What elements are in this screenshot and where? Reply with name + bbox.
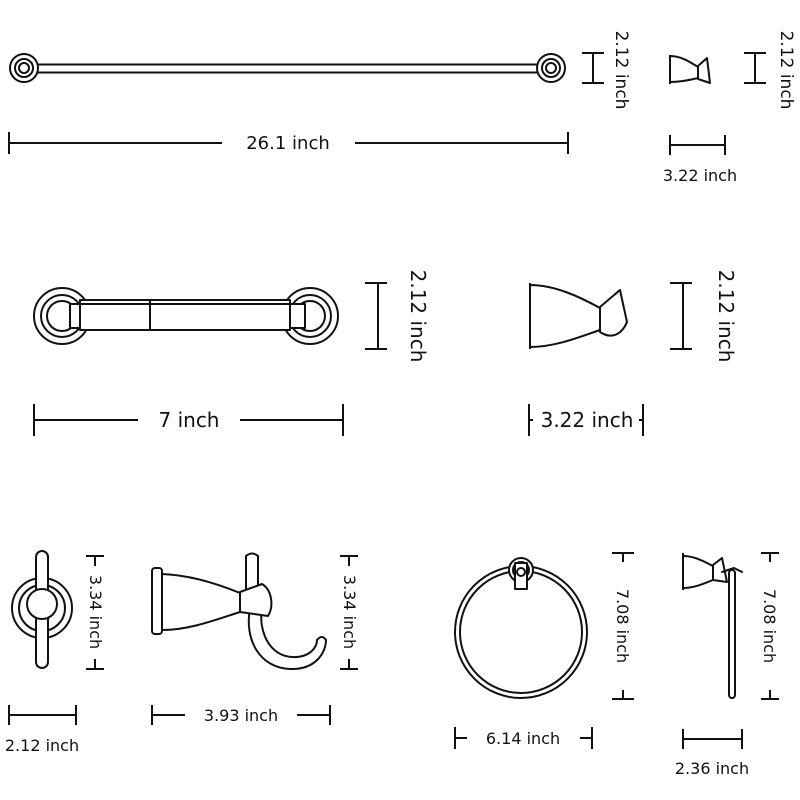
- ring-side-height-dimension: 7.08 inch: [760, 552, 779, 700]
- small-hook-width-dimension: 3.22 inch: [663, 135, 737, 185]
- towel-ring-height-label: 7.08 inch: [613, 589, 632, 663]
- double-hook-front-width-dimension: 2.12 inch: [5, 705, 79, 755]
- towel-bar-drawing: [9, 53, 566, 83]
- small-hook-width-label: 3.22 inch: [663, 166, 737, 185]
- double-hook-side-width-dimension: 3.93 inch: [151, 705, 331, 725]
- small-hook-height-label: 2.12 inch: [776, 31, 796, 110]
- double-hook-front-drawing: [11, 550, 73, 669]
- tp-holder-width-dimension: 7 inch: [33, 404, 344, 436]
- towel-ring-width-label: 6.14 inch: [486, 729, 560, 748]
- small-hook-height-dimension: 2.12 inch: [744, 31, 796, 110]
- double-hook-side-drawing: [151, 552, 327, 671]
- double-hook-front-width-label: 2.12 inch: [5, 736, 79, 755]
- double-hook-side-width-label: 3.93 inch: [204, 706, 278, 725]
- double-hook-front-height-label: 3.34 inch: [86, 575, 105, 649]
- robe-hook-width-dimension: 3.22 inch: [528, 404, 644, 436]
- ring-side-drawing: [682, 553, 743, 699]
- tp-holder-drawing: [33, 287, 339, 345]
- towel-bar-height-dimension: 2.12 inch: [582, 31, 631, 110]
- ring-side-width-label: 2.36 inch: [675, 759, 749, 778]
- robe-hook-width-label: 3.22 inch: [541, 408, 634, 432]
- tp-holder-width-label: 7 inch: [159, 408, 220, 432]
- towel-bar-width-label: 26.1 inch: [246, 133, 330, 154]
- double-hook-side-height-label: 3.34 inch: [340, 575, 359, 649]
- double-hook-front-height-dimension: 3.34 inch: [86, 555, 105, 670]
- towel-bar-width-dimension: 26.1 inch: [8, 132, 569, 154]
- ring-side-width-dimension: 2.36 inch: [675, 729, 749, 778]
- double-hook-side-height-dimension: 3.34 inch: [340, 555, 359, 670]
- ring-side-height-label: 7.08 inch: [760, 589, 779, 663]
- towel-ring-drawing: [454, 557, 588, 699]
- small-hook-drawing: [669, 55, 711, 84]
- towel-bar-height-label: 2.12 inch: [611, 31, 631, 110]
- towel-ring-width-dimension: 6.14 inch: [454, 727, 593, 749]
- towel-ring-height-dimension: 7.08 inch: [612, 552, 634, 700]
- robe-hook-height-label: 2.12 inch: [714, 270, 738, 363]
- robe-hook-drawing: [529, 283, 628, 349]
- robe-hook-height-dimension: 2.12 inch: [670, 270, 738, 363]
- tp-holder-height-dimension: 2.12 inch: [365, 270, 430, 363]
- tp-holder-height-label: 2.12 inch: [406, 270, 430, 363]
